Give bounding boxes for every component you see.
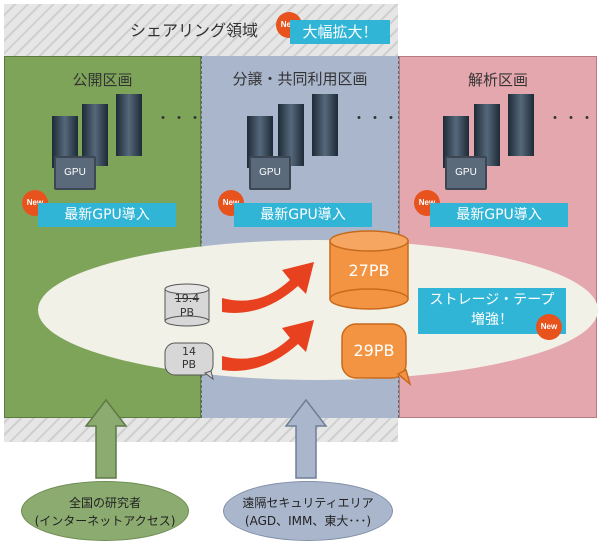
- new-badge: New: [536, 314, 562, 340]
- gpu-label: 最新GPU導入: [38, 203, 176, 227]
- public-access-line2: (インターネットアクセス): [34, 514, 176, 528]
- new-tape-icon: [341, 323, 412, 387]
- old-tape-value: 14: [182, 345, 196, 358]
- server-icon: [443, 94, 534, 168]
- old-tape-icon: [164, 342, 214, 381]
- secure-access-line1: 遠隔セキュリティエリア: [242, 496, 374, 510]
- new-tape-capacity: 29PB: [353, 341, 395, 360]
- more-servers: ・・・: [156, 111, 204, 127]
- secure-access-cloud: [224, 482, 392, 540]
- old-disk-icon: [164, 283, 210, 327]
- more-servers: ・・・: [352, 111, 400, 127]
- secure-access-line2: (AGD、IMM、東大･･･): [244, 514, 372, 528]
- zone-shared-title: 分譲・共同利用区画: [232, 70, 368, 88]
- gpu-chip-icon: GPU: [445, 156, 487, 190]
- storage-enhancement-line2: 増強！: [471, 312, 513, 328]
- new-disk-icon: [329, 230, 409, 310]
- public-access-cloud: [22, 482, 188, 540]
- zone-analysis-title: 解析区画: [467, 71, 528, 89]
- more-servers: ・・・: [548, 111, 596, 127]
- gpu-label: 最新GPU導入: [234, 203, 372, 227]
- expansion-label: 大幅拡大！: [290, 20, 390, 44]
- gpu-chip-icon: GPU: [54, 156, 96, 190]
- new-disk-capacity: 27PB: [348, 261, 390, 280]
- sharing-area-title: シェアリング領域: [130, 21, 259, 40]
- old-disk-value: 19.4: [174, 292, 200, 305]
- old-disk-unit: PB: [179, 306, 195, 319]
- gpu-chip-icon: GPU: [249, 156, 291, 190]
- gpu-label: 最新GPU導入: [430, 203, 568, 227]
- server-icon: [52, 94, 142, 168]
- old-tape-unit: PB: [181, 358, 197, 371]
- growth-arrow-icon: [222, 262, 314, 371]
- public-access-line1: 全国の研究者: [68, 496, 141, 510]
- storage-enhancement-line1: ストレージ・テープ: [429, 292, 555, 308]
- zone-public-title: 公開区画: [72, 71, 133, 89]
